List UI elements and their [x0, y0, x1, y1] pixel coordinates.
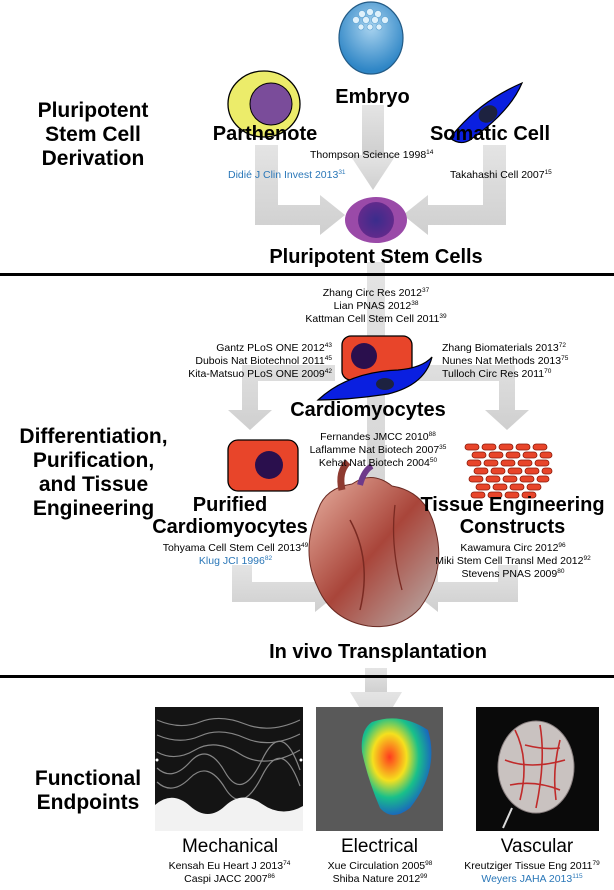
mechanical-image: [155, 707, 303, 831]
ref-group-electrical: Xue Circulation 200598 Shiba Nature 2012…: [327, 860, 433, 885]
vascular-label: Vascular: [500, 836, 574, 857]
cardiomyocytes-label: Cardiomyocytes: [290, 399, 446, 421]
ref-group-center-mid: Fernandes JMCC 201088 Laflamme Nat Biote…: [309, 431, 447, 469]
ref-takahashi: Takahashi Cell 200715: [450, 169, 552, 181]
arrow-to-tissue: [418, 348, 529, 430]
section-title-endpoints: Functional Endpoints: [34, 767, 142, 814]
ref-group-tissue: Kawamura Circ 201296 Miki Stem Cell Tran…: [435, 542, 591, 580]
arrow-embryo-to-psc: [350, 105, 396, 190]
ref-thompson: Thompson Science 199814: [310, 149, 434, 161]
ref-klug[interactable]: Klug JCI 199682: [198, 555, 273, 567]
arrow-tissue-to-transplant: [413, 565, 518, 612]
mechanical-label: Mechanical: [181, 836, 279, 857]
arrow-somatic-to-psc: [403, 145, 506, 235]
section-divider: [0, 273, 614, 276]
tissue-construct-illustration: [464, 443, 553, 499]
ref-group-left: Gantz PLoS ONE 201243 Dubois Nat Biotech…: [188, 342, 332, 380]
electrical-label: Electrical: [340, 836, 419, 857]
heart-illustration: [308, 459, 440, 628]
ref-weyers[interactable]: Weyers JAHA 2013115: [481, 873, 583, 885]
pluripotent-stem-cells-label: Pluripotent Stem Cells: [269, 246, 483, 268]
somatic-cell-illustration: [449, 81, 524, 144]
purified-cardiomyocytes-label: Purified Cardiomyocytes: [152, 494, 308, 538]
arrow-purified-to-transplant: [232, 565, 340, 612]
embryo-illustration: [338, 1, 404, 75]
arrow-parthenote-to-psc: [255, 145, 345, 235]
ref-didie[interactable]: Didié J Clin Invest 201331: [228, 169, 346, 181]
electrical-image: [316, 707, 443, 831]
section-divider: [0, 675, 614, 678]
arrow-to-purified: [228, 348, 335, 430]
tissue-engineering-label: Tissue Engineering Constructs: [420, 494, 605, 538]
vascular-image: [476, 707, 599, 831]
ref-group-right: Zhang Biomaterials 201372 Nunes Nat Meth…: [442, 342, 569, 380]
section-title-derivation: Pluripotent Stem Cell Derivation: [37, 99, 149, 170]
ref-group-center-top: Zhang Circ Res 201237 Lian PNAS 201238 K…: [305, 287, 447, 325]
embryo-label: Embryo: [335, 86, 410, 108]
section-title-differentiation: Differentiation, Purification, and Tissu…: [19, 425, 168, 520]
pluripotent-stem-cell-illustration: [345, 197, 407, 243]
ref-group-mechanical: Kensah Eu Heart J 201374 Caspi JACC 2007…: [168, 860, 291, 885]
parthenote-label: Parthenote: [212, 123, 318, 145]
parthenote-illustration: [227, 70, 301, 138]
purified-cardiomyocyte-illustration: [227, 439, 299, 492]
cardiomyocyte-illustration: [316, 335, 433, 401]
ref-group-purified: Tohyama Cell Stem Cell 201349 Klug JCI 1…: [148, 542, 323, 568]
ref-group-vascular: Kreutziger Tissue Eng 201179 Weyers JAHA…: [452, 860, 612, 886]
transplantation-label: In vivo Transplantation: [269, 641, 487, 663]
somatic-cell-label: Somatic Cell: [429, 123, 551, 145]
